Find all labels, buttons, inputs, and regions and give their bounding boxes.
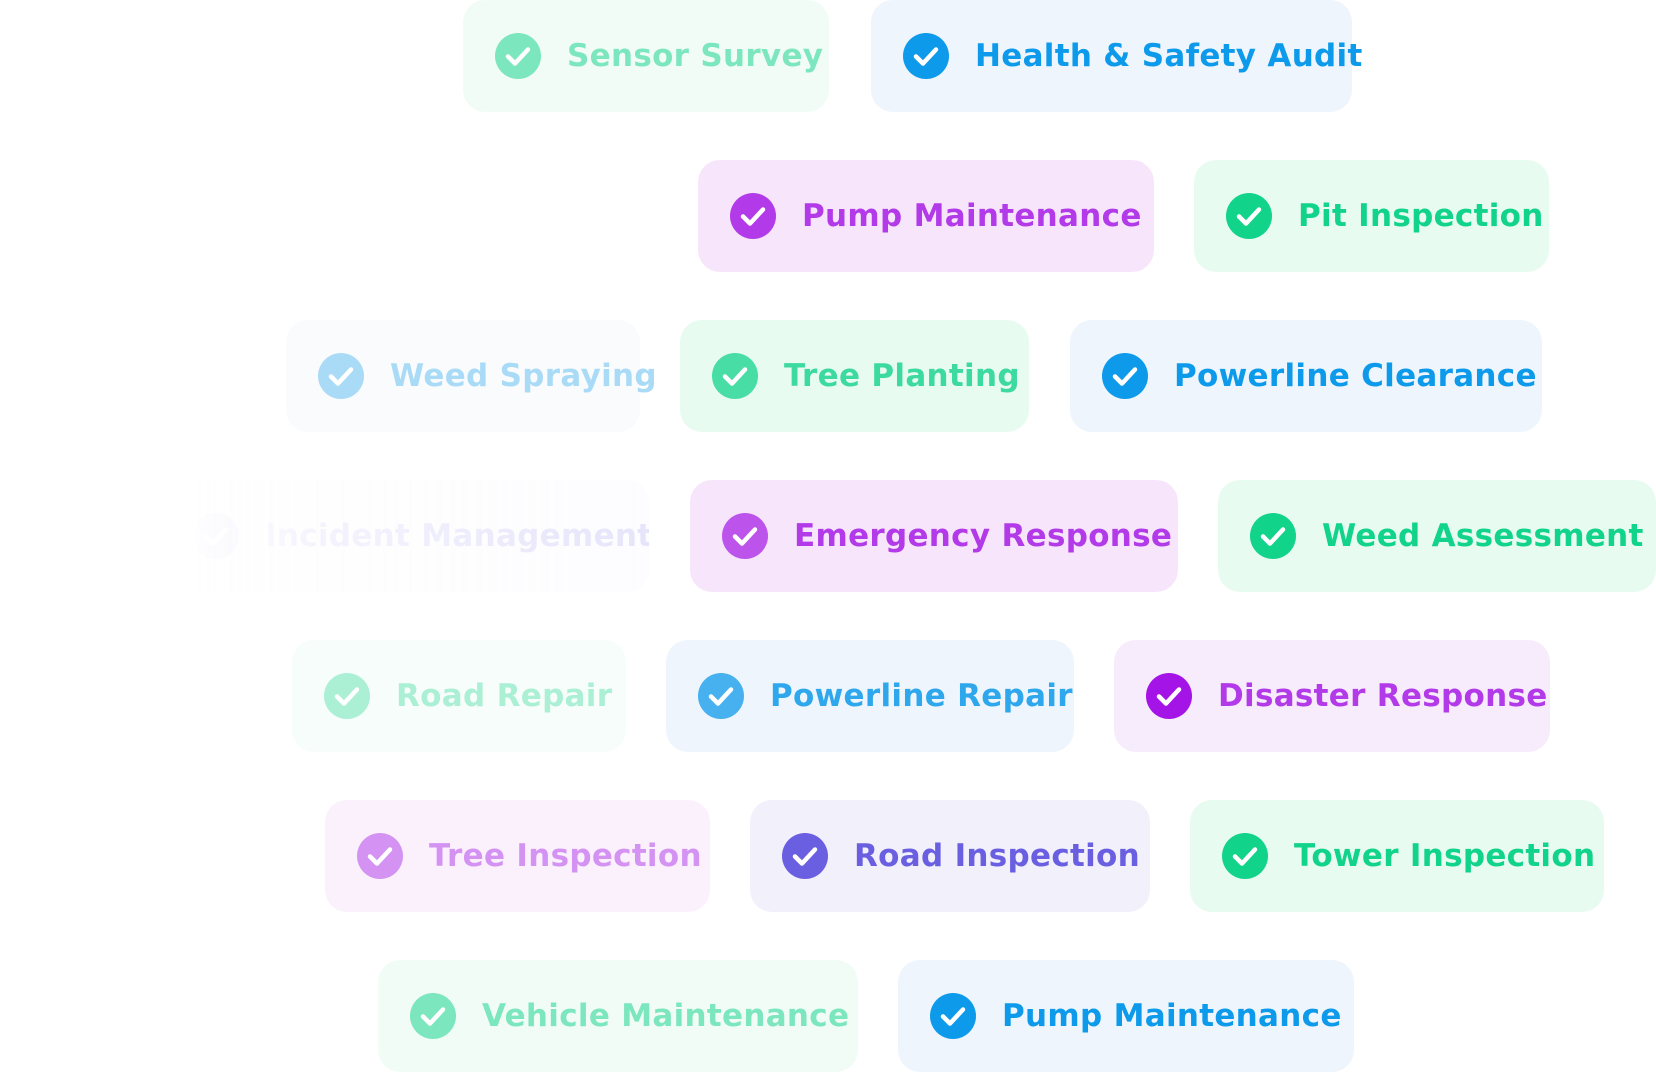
chip-tower-inspection[interactable]: Tower Inspection [1190, 800, 1604, 912]
check-circle-icon [410, 993, 456, 1039]
chip-road-repair[interactable]: Road Repair [292, 640, 626, 752]
check-circle-icon [722, 513, 768, 559]
check-circle-icon [730, 193, 776, 239]
check-circle-icon [1102, 353, 1148, 399]
chip-pump-maintenance-2[interactable]: Pump Maintenance [898, 960, 1354, 1072]
check-circle-icon [1222, 833, 1268, 879]
chip-label: Incident Management [265, 518, 653, 554]
check-circle-icon [318, 353, 364, 399]
chip-incident-management[interactable]: Incident Management [175, 480, 653, 592]
chip-health-safety-audit[interactable]: Health & Safety Audit [871, 0, 1362, 112]
chip-emergency-response[interactable]: Emergency Response [690, 480, 1178, 592]
chip-vehicle-maintenance[interactable]: Vehicle Maintenance [378, 960, 858, 1072]
check-circle-icon [495, 33, 541, 79]
chip-label: Weed Assessment [1322, 518, 1644, 554]
chip-pit-inspection[interactable]: Pit Inspection [1194, 160, 1549, 272]
chip-label: Powerline Clearance [1174, 358, 1537, 394]
chip-label: Pump Maintenance [1002, 998, 1342, 1034]
chip-label: Powerline Repair [770, 678, 1073, 714]
chip-label: Health & Safety Audit [975, 38, 1363, 74]
chip-weed-spraying[interactable]: Weed Spraying [286, 320, 657, 432]
check-circle-icon [357, 833, 403, 879]
check-circle-icon [903, 33, 949, 79]
chip-label: Pit Inspection [1298, 198, 1544, 234]
chip-sensor-survey[interactable]: Sensor Survey [463, 0, 829, 112]
check-circle-icon [193, 513, 239, 559]
chip-label: Pump Maintenance [802, 198, 1142, 234]
chip-label: Tower Inspection [1294, 838, 1596, 874]
check-circle-icon [1146, 673, 1192, 719]
chip-label: Weed Spraying [390, 358, 657, 394]
chip-pump-maintenance[interactable]: Pump Maintenance [698, 160, 1154, 272]
chip-disaster-response[interactable]: Disaster Response [1114, 640, 1550, 752]
chip-tree-planting[interactable]: Tree Planting [680, 320, 1029, 432]
chip-tree-inspection[interactable]: Tree Inspection [325, 800, 710, 912]
chip-label: Road Inspection [854, 838, 1141, 874]
check-circle-icon [1250, 513, 1296, 559]
chip-road-inspection[interactable]: Road Inspection [750, 800, 1150, 912]
check-circle-icon [930, 993, 976, 1039]
check-circle-icon [1226, 193, 1272, 239]
chip-label: Sensor Survey [567, 38, 824, 74]
chip-powerline-repair[interactable]: Powerline Repair [666, 640, 1074, 752]
check-circle-icon [698, 673, 744, 719]
chip-weed-assessment[interactable]: Weed Assessment [1218, 480, 1656, 592]
chip-label: Vehicle Maintenance [482, 998, 850, 1034]
chip-label: Road Repair [396, 678, 613, 714]
chip-label: Tree Planting [784, 358, 1020, 394]
check-circle-icon [324, 673, 370, 719]
check-circle-icon [712, 353, 758, 399]
chip-label: Tree Inspection [429, 838, 702, 874]
chip-label: Emergency Response [794, 518, 1173, 554]
chip-label: Disaster Response [1218, 678, 1548, 714]
check-circle-icon [782, 833, 828, 879]
chip-powerline-clearance[interactable]: Powerline Clearance [1070, 320, 1542, 432]
